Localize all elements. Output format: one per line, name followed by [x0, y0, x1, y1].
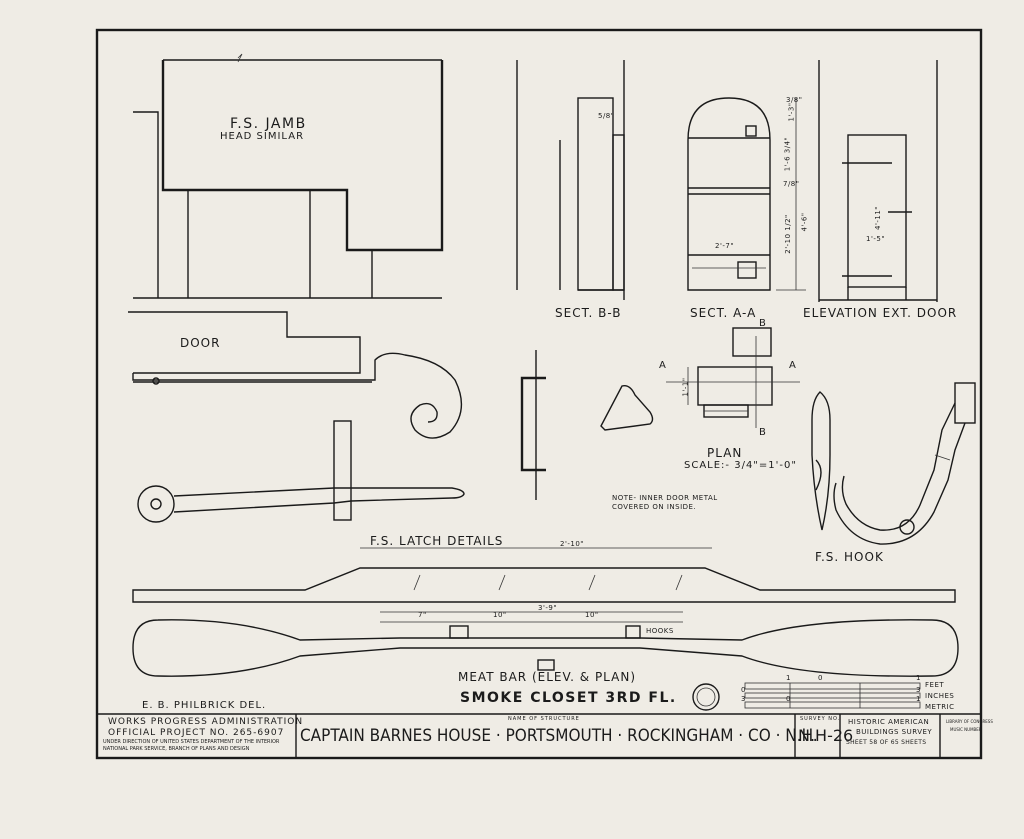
scale-tick-6: 3 [741, 695, 746, 703]
dim-meat-3: 3'-9" [538, 604, 558, 612]
meat-bar-title: MEAT BAR (ELEV. & PLAN) [458, 670, 637, 684]
sheet-number: SHEET 58 OF 65 SHEETS [846, 739, 927, 746]
latch-plan [137, 420, 465, 523]
sect-aa-label: SECT. A-A [690, 306, 757, 320]
scale-tick-7: 0 [786, 695, 791, 703]
scale-inches: INCHES [925, 692, 955, 700]
dim-meat-4: 10" [585, 611, 599, 619]
survey-caption: SURVEY NO. [800, 716, 841, 722]
section-aa [687, 97, 806, 291]
jamb-title: F.S. JAMB [230, 116, 307, 132]
dim-bb-1: 5/8" [598, 112, 615, 120]
delineator: E. B. PHILBRICK DEL. [142, 700, 267, 711]
sheet-title: SMOKE CLOSET 3RD FL. [460, 690, 677, 706]
agency-line-2: OFFICIAL PROJECT NO. 265-6907 [108, 728, 285, 738]
dim-meat-2: 10" [493, 611, 507, 619]
scale-metric: METRIC [925, 703, 955, 711]
sheet-border [95, 28, 983, 760]
habs-seal [692, 683, 720, 711]
agency-line-4: NATIONAL PARK SERVICE, BRANCH OF PLANS A… [103, 746, 250, 752]
habs-line-2: BUILDINGS SURVEY [856, 728, 933, 736]
note-line-2: COVERED ON INSIDE. [612, 503, 697, 511]
plan-scale: SCALE:- 3/4"=1'-0" [684, 460, 797, 471]
scale-tick-3: 1 [916, 674, 921, 682]
meat-bar-plan [132, 611, 959, 677]
dim-plan-b1: B [759, 318, 767, 329]
scale-feet: FEET [925, 681, 945, 689]
note-line-1: NOTE- INNER DOOR METAL [612, 494, 718, 502]
meat-bar-elevation [132, 547, 956, 603]
agency-line-1: WORKS PROGRESS ADMINISTRATION [108, 717, 304, 727]
dim-aa-6: 3/8" [786, 96, 803, 104]
structure-name: CAPTAIN BARNES HOUSE · PORTSMOUTH · ROCK… [300, 726, 818, 746]
plan-label: PLAN [707, 446, 743, 460]
dim-meat-1: 7" [418, 611, 427, 619]
dim-aa-7: 7/8" [783, 180, 800, 188]
door-label: DOOR [180, 336, 221, 350]
scale-tick-2: 0 [818, 674, 823, 682]
scale-tick-4: 3 [916, 686, 921, 694]
dim-latch-bar: 2'-10" [560, 540, 585, 548]
scale-tick-1: 1 [786, 674, 791, 682]
jamb-subtitle: HEAD SIMILAR [220, 131, 305, 142]
dim-elev-2: 1'-5" [866, 235, 886, 243]
dim-aa-1: 1'-3" [787, 102, 796, 122]
name-caption: NAME OF STRUCTURE [508, 716, 580, 722]
title-block-lines [97, 713, 981, 758]
hooks-label: HOOKS [646, 627, 674, 635]
agency-line-3: UNDER DIRECTION OF UNITED STATES DEPARTM… [103, 739, 280, 745]
dim-plan-a1: A [659, 360, 667, 371]
habs-line-1: HISTORIC AMERICAN [848, 718, 930, 726]
scale-tick-5: 0 [741, 686, 746, 694]
hook-title: F.S. HOOK [815, 550, 884, 564]
dim-plan-a2: A [789, 360, 797, 371]
scale-tick-8: 1 [916, 695, 921, 703]
dim-aa-3: 4'-6" [800, 212, 809, 232]
library-line-2: MUSIC NUMBER [950, 727, 982, 732]
dim-plan-b2: B [759, 427, 767, 438]
plan-detail [666, 327, 800, 428]
dim-aa-2: 1'-6 3/4" [783, 136, 792, 172]
jamb-detail [133, 53, 444, 299]
graphic-scale [744, 682, 921, 709]
dim-elev-1: 4'-11" [874, 205, 883, 231]
latch-elevation [128, 311, 463, 439]
dim-aa-4: 2'-10 1/2" [783, 214, 792, 254]
library-line-1: LIBRARY OF CONGRESS [946, 719, 993, 724]
dim-plan-1: 1'-1" [681, 377, 690, 397]
section-bb [516, 60, 625, 300]
elevation-ext-door [818, 60, 938, 302]
elev-label: ELEVATION EXT. DOOR [803, 306, 958, 320]
survey-number: N.H-26 [798, 726, 854, 745]
hook-detail [811, 382, 976, 545]
sect-bb-label: SECT. B-B [555, 306, 622, 320]
latch-title: F.S. LATCH DETAILS [370, 534, 504, 548]
dim-aa-5: 2'-7" [715, 242, 735, 250]
handle-detail [520, 350, 654, 500]
